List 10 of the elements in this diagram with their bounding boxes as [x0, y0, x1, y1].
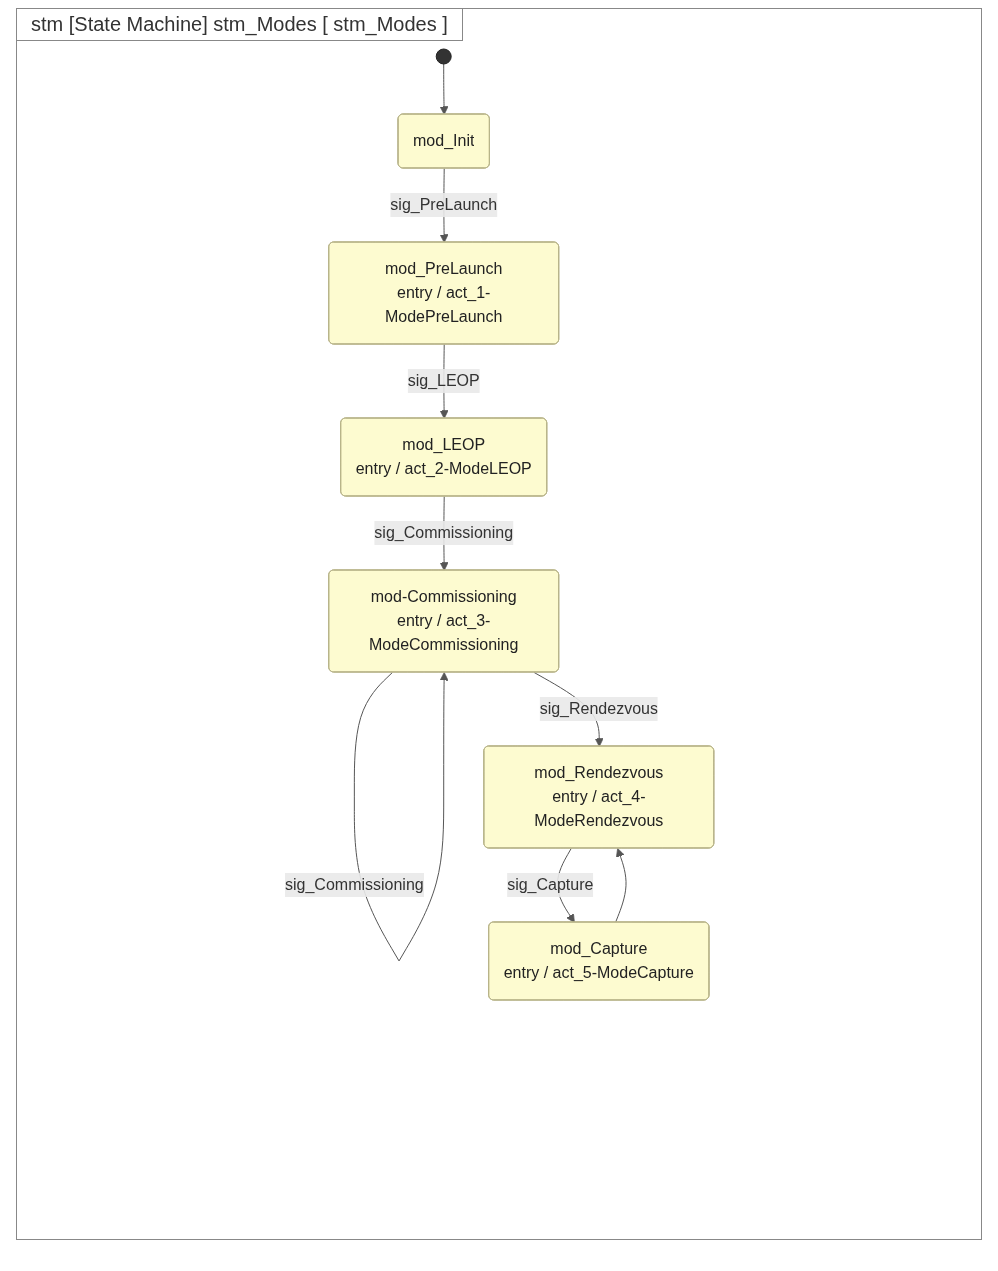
edge-label: sig_Capture	[506, 875, 594, 893]
edge-label: sig_Commissioning	[373, 523, 513, 541]
edge-label: sig_PreLaunch	[389, 195, 497, 213]
frame-title: stm [State Machine] stm_Modes [ stm_Modes ]	[17, 9, 463, 41]
edge-label: sig_Commissioning	[284, 875, 424, 893]
edge-label: sig_LEOP	[407, 371, 480, 389]
node-circle	[435, 48, 452, 65]
edge-label: sig_Rendezvous	[539, 699, 658, 717]
arrow	[614, 848, 627, 923]
arrow	[439, 63, 449, 115]
